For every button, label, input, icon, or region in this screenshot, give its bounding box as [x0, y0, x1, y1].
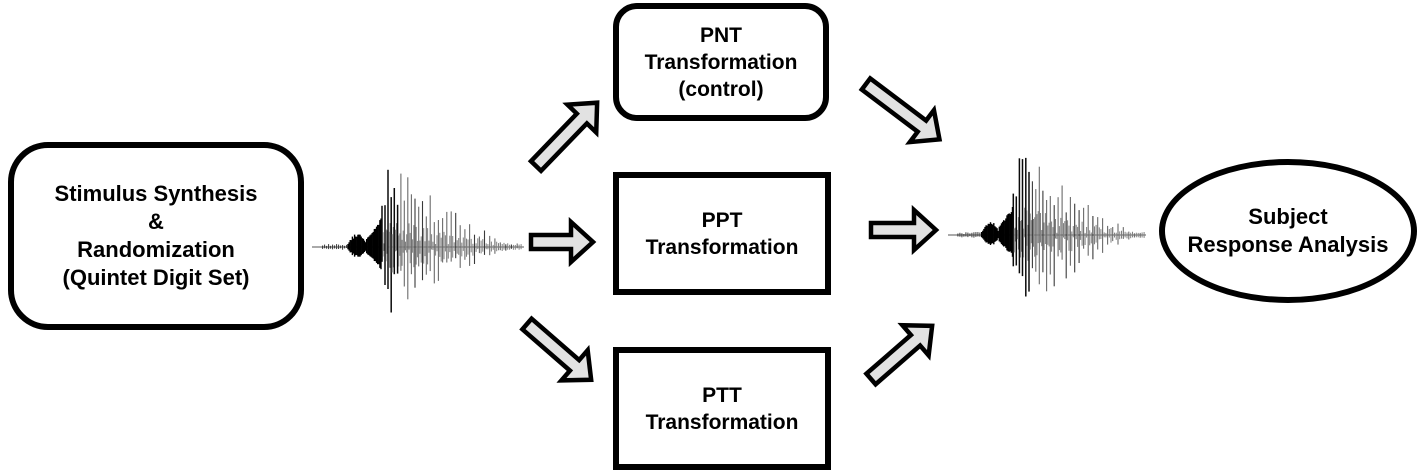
node-text-line: PTT — [702, 383, 742, 407]
node-text-line: (control) — [678, 77, 764, 101]
node-stimulus-synthesis: Stimulus Synthesis & Randomization (Quin… — [8, 142, 304, 330]
node-text-line: & — [148, 209, 164, 234]
node-text-line: Subject — [1248, 204, 1328, 229]
node-text-line: Transformation — [645, 410, 799, 434]
node-text-line: PNT — [700, 23, 742, 47]
node-text-line: Transformation — [645, 235, 799, 259]
node-text-line: (Quintet Digit Set) — [62, 265, 250, 290]
arrow-ppt-to-output-waveform — [866, 204, 941, 256]
node-text-line: Randomization — [77, 237, 235, 262]
node-ppt-transformation: PPT Transformation — [613, 172, 831, 295]
node-text-line: Transformation — [644, 50, 798, 74]
node-text-line: Stimulus Synthesis — [54, 181, 258, 206]
arrow-input-waveform-to-ppt — [526, 216, 598, 268]
node-subject-response-analysis: Subject Response Analysis — [1159, 159, 1417, 303]
speech-waveform-input-icon — [312, 169, 524, 313]
arrow-pnt-to-output-waveform — [847, 61, 959, 162]
node-pnt-transformation: PNT Transformation (control) — [613, 3, 829, 121]
arrow-input-waveform-to-pnt — [515, 82, 619, 187]
arrow-ptt-to-output-waveform — [851, 304, 952, 401]
node-text-line: PPT — [701, 208, 743, 232]
node-text-line: Response Analysis — [1187, 232, 1389, 257]
node-ptt-transformation: PTT Transformation — [613, 347, 831, 470]
arrow-input-waveform-to-ptt — [507, 302, 612, 402]
speech-waveform-output-icon — [948, 157, 1146, 297]
